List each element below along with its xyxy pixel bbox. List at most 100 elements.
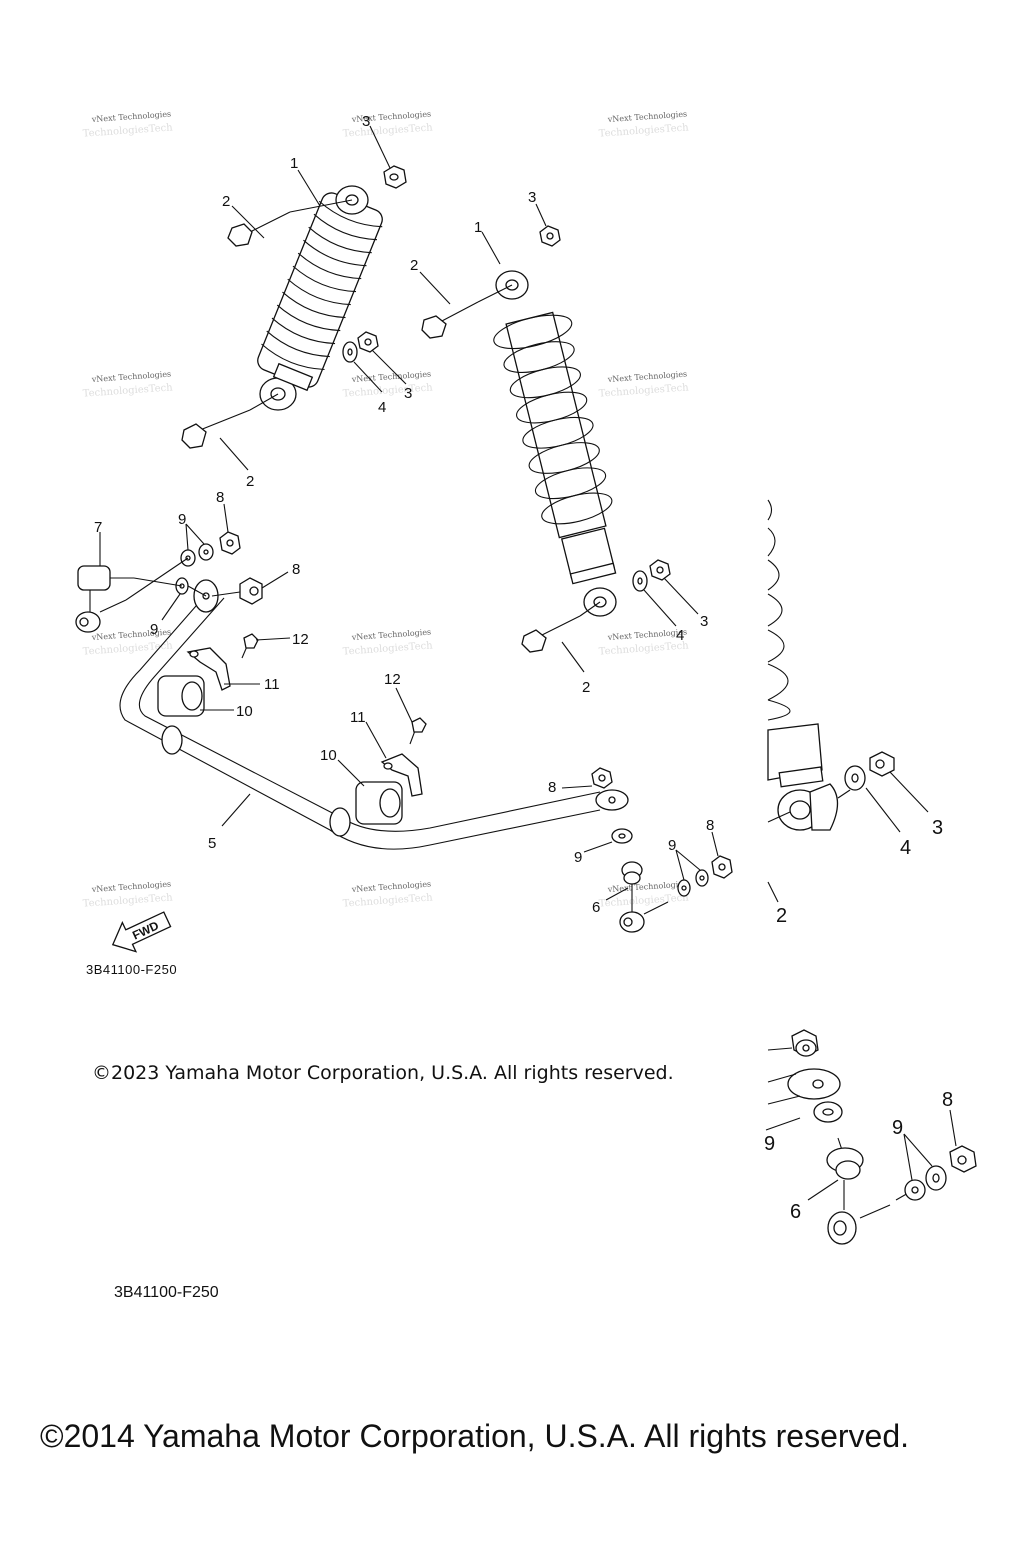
callout-1: 1: [474, 219, 482, 236]
svg-text:TechnologiesTech: TechnologiesTech: [82, 122, 173, 139]
svg-text:vNext Technologies: vNext Technologies: [91, 369, 172, 384]
washer-plate-right-a: [611, 828, 633, 844]
callout-8: 8: [548, 779, 556, 796]
callout-8: 8: [292, 561, 300, 578]
watermark: TechnologiesTech vNext Technologies: [82, 369, 173, 399]
callout-3: 3: [932, 817, 943, 839]
bushing-left: [157, 675, 205, 717]
bolt-flange-left: [241, 633, 259, 659]
detail-joint-enlarged: [767, 1029, 977, 1245]
watermark: TechnologiesTech vNext Technologies: [82, 109, 173, 139]
svg-text:TechnologiesTech: TechnologiesTech: [342, 892, 433, 909]
nut-lower-left: [357, 331, 379, 353]
nut-upper-left: [383, 165, 407, 189]
callout-6: 6: [592, 899, 600, 916]
watermark: TechnologiesTech vNext Technologies: [598, 109, 689, 139]
svg-text:vNext Technologies: vNext Technologies: [351, 627, 432, 642]
callout-8: 8: [706, 817, 714, 834]
svg-text:vNext Technologies: vNext Technologies: [91, 109, 172, 124]
watermark: TechnologiesTech vNext Technologies: [598, 879, 689, 909]
nut-flange-right-b: [711, 855, 733, 879]
secondary-diagram-code: 3B41100-F250: [114, 1284, 219, 1301]
washer-right: [632, 570, 648, 592]
svg-text:TechnologiesTech: TechnologiesTech: [82, 892, 173, 909]
callout-4: 4: [900, 837, 911, 859]
callout-9: 9: [150, 621, 158, 638]
callout-2: 2: [582, 679, 590, 696]
callout-11: 11: [350, 709, 366, 726]
washer-plate-right-c: [695, 869, 709, 887]
svg-text:vNext Technologies: vNext Technologies: [607, 369, 688, 384]
callout-1: 1: [290, 155, 298, 172]
watermark: TechnologiesTech vNext Technologies: [342, 109, 433, 139]
callout-6: 6: [790, 1201, 801, 1223]
washer-left: [342, 341, 358, 363]
svg-text:vNext Technologies: vNext Technologies: [607, 109, 688, 124]
holder-right: [380, 753, 423, 797]
svg-text:vNext Technologies: vNext Technologies: [91, 627, 172, 642]
svg-text:vNext Technologies: vNext Technologies: [91, 879, 172, 894]
callout-10: 10: [320, 747, 337, 764]
callout-3: 3: [362, 113, 370, 130]
callout-5: 5: [208, 835, 216, 852]
callouts: 1 2 3 4 3 2 1 2 3 4 3 2 7 9 8 8 9: [94, 113, 957, 1223]
copyright-2014: ©2014 Yamaha Motor Corporation, U.S.A. A…: [40, 1418, 910, 1454]
bolt-lower-left: [181, 393, 279, 449]
callout-4: 4: [378, 399, 386, 416]
callout-9: 9: [764, 1133, 775, 1155]
watermark: TechnologiesTech vNext Technologies: [82, 879, 173, 909]
callout-12: 12: [292, 631, 309, 648]
callout-9: 9: [668, 837, 676, 854]
callout-2: 2: [246, 473, 254, 490]
callout-2: 2: [222, 193, 230, 210]
callout-8: 8: [942, 1089, 953, 1111]
watermark: TechnologiesTech vNext Technologies: [342, 627, 433, 657]
callout-10: 10: [236, 703, 253, 720]
callout-4: 4: [676, 627, 684, 644]
bolt-lower-right: [521, 601, 601, 653]
nut-flange-left-a: [219, 531, 241, 555]
svg-text:vNext Technologies: vNext Technologies: [607, 879, 688, 894]
holder-left: [186, 647, 231, 691]
callout-3: 3: [700, 613, 708, 630]
svg-text:vNext Technologies: vNext Technologies: [351, 879, 432, 894]
stabilizer-joint-left: [75, 565, 134, 633]
stabilizer-joint-right: [619, 861, 669, 933]
svg-text:TechnologiesTech: TechnologiesTech: [342, 122, 433, 139]
washer-plate-right-b: [677, 879, 691, 897]
svg-text:TechnologiesTech: TechnologiesTech: [342, 382, 433, 399]
copyright-2023: ©2023 Yamaha Motor Corporation, U.S.A. A…: [92, 1062, 674, 1084]
callout-11: 11: [264, 676, 280, 693]
bolt-upper-left: [227, 199, 353, 247]
callout-9: 9: [892, 1117, 903, 1139]
nut-lower-right: [649, 559, 671, 581]
bushing-right: [355, 781, 403, 825]
bolt-upper-right: [421, 284, 513, 339]
callout-8: 8: [216, 489, 224, 506]
watermark: TechnologiesTech vNext Technologies: [598, 369, 689, 399]
washer-plate-left-b: [198, 543, 214, 561]
watermark: TechnologiesTech vNext Technologies: [82, 627, 173, 657]
callout-9: 9: [574, 849, 582, 866]
bolt-flange-right: [409, 717, 427, 745]
diagram-code: 3B41100-F250: [86, 962, 178, 977]
nut-upper-right: [539, 225, 561, 247]
fwd-label: FWD: [130, 918, 161, 942]
nut-flange-left-b: [239, 577, 263, 605]
callout-7: 7: [94, 519, 102, 536]
watermark: TechnologiesTech vNext Technologies: [342, 369, 433, 399]
svg-text:TechnologiesTech: TechnologiesTech: [598, 382, 689, 399]
svg-text:TechnologiesTech: TechnologiesTech: [598, 122, 689, 139]
svg-text:TechnologiesTech: TechnologiesTech: [82, 640, 173, 657]
callout-3: 3: [404, 385, 412, 402]
svg-text:TechnologiesTech: TechnologiesTech: [598, 892, 689, 909]
callout-12: 12: [384, 671, 401, 688]
watermark: TechnologiesTech vNext Technologies: [342, 879, 433, 909]
svg-text:TechnologiesTech: TechnologiesTech: [82, 382, 173, 399]
callout-2: 2: [776, 905, 787, 927]
callout-2: 2: [410, 257, 418, 274]
callout-3: 3: [528, 189, 536, 206]
detail-shock-enlarged: [767, 499, 929, 903]
shock-absorber-right: [493, 270, 617, 617]
